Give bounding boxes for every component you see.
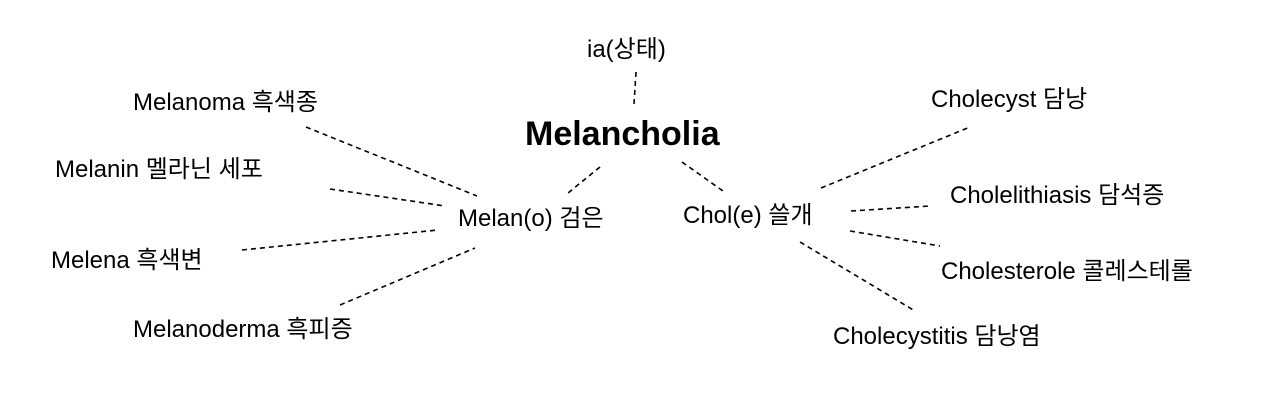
- root-label-melan: Melan(o) 검은: [458, 205, 604, 232]
- chol-word-cholelithiasis: Cholelithiasis 담석증: [950, 182, 1165, 209]
- melan-word-melanoderma: Melanoderma 흑피증: [133, 316, 353, 343]
- connector-melan-melanin: [329, 188, 446, 207]
- chol-word-cholesterole: Cholesterole 콜레스테롤: [941, 258, 1193, 285]
- center-word-title: Melancholia: [525, 115, 720, 153]
- connector-top-center: [633, 71, 637, 105]
- melan-word-melanin: Melanin 멜라닌 세포: [55, 156, 263, 183]
- connector-chol-cholelithiasis: [850, 205, 931, 212]
- connector-chol-cholecyst: [820, 126, 971, 189]
- connector-melan-melanoma: [305, 126, 478, 197]
- connector-melan-melena: [241, 229, 439, 251]
- connector-center-melan: [567, 166, 601, 194]
- root-label-chol: Chol(e) 쓸개: [683, 202, 813, 229]
- chol-word-cholecystitis: Cholecystitis 담낭염: [833, 323, 1041, 350]
- chol-word-cholecyst: Cholecyst 담낭: [931, 86, 1088, 113]
- connector-center-chol: [681, 161, 724, 192]
- connector-chol-cholesterole: [849, 230, 941, 247]
- suffix-label-top: ia(상태): [587, 36, 666, 63]
- connector-melan-melanoderma: [339, 247, 476, 306]
- melan-word-melena: Melena 흑색변: [51, 247, 203, 274]
- connector-chol-cholecystitis: [799, 241, 916, 312]
- melan-word-melanoma: Melanoma 흑색종: [133, 89, 318, 116]
